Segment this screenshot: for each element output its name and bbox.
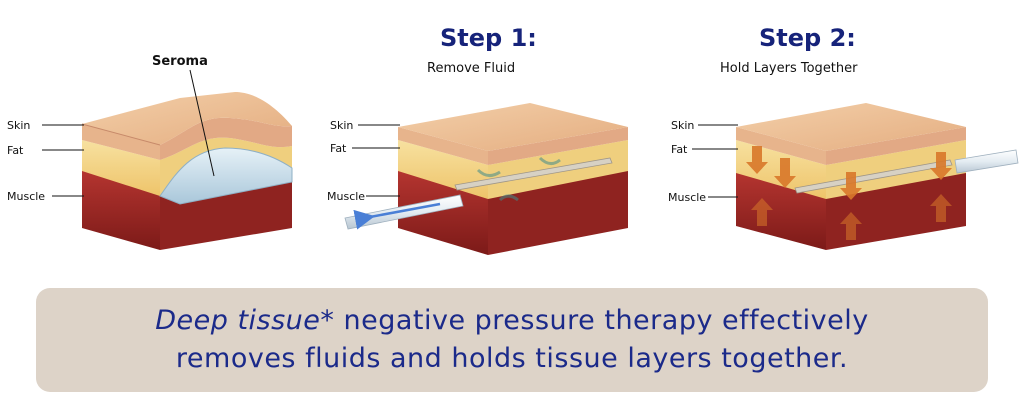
fat-label: Fat (7, 144, 24, 157)
fat-label: Fat (671, 143, 688, 156)
summary-line-2: removes fluids and holds tissue layers t… (176, 340, 848, 378)
muscle-label: Muscle (7, 190, 45, 203)
step-1-title: Step 1: (440, 24, 537, 52)
step-2-subtitle: Hold Layers Together (720, 61, 858, 76)
step-2-title: Step 2: (759, 24, 856, 52)
seroma-block (82, 92, 292, 250)
step-1-block (398, 103, 628, 255)
summary-line-1: Deep tissue* negative pressure therapy e… (155, 302, 869, 340)
muscle-label: Muscle (668, 191, 706, 204)
muscle-label: Muscle (327, 190, 365, 203)
step-1-subtitle: Remove Fluid (427, 61, 515, 76)
skin-label: Skin (671, 119, 694, 132)
skin-label: Skin (330, 119, 353, 132)
skin-label: Skin (7, 119, 30, 132)
summary-emphasis: Deep tissue* (155, 305, 334, 336)
summary-banner: Deep tissue* negative pressure therapy e… (36, 288, 988, 392)
summary-line-1-rest: negative pressure therapy effectively (334, 305, 868, 336)
fat-label: Fat (330, 142, 347, 155)
seroma-label: Seroma (152, 54, 208, 69)
